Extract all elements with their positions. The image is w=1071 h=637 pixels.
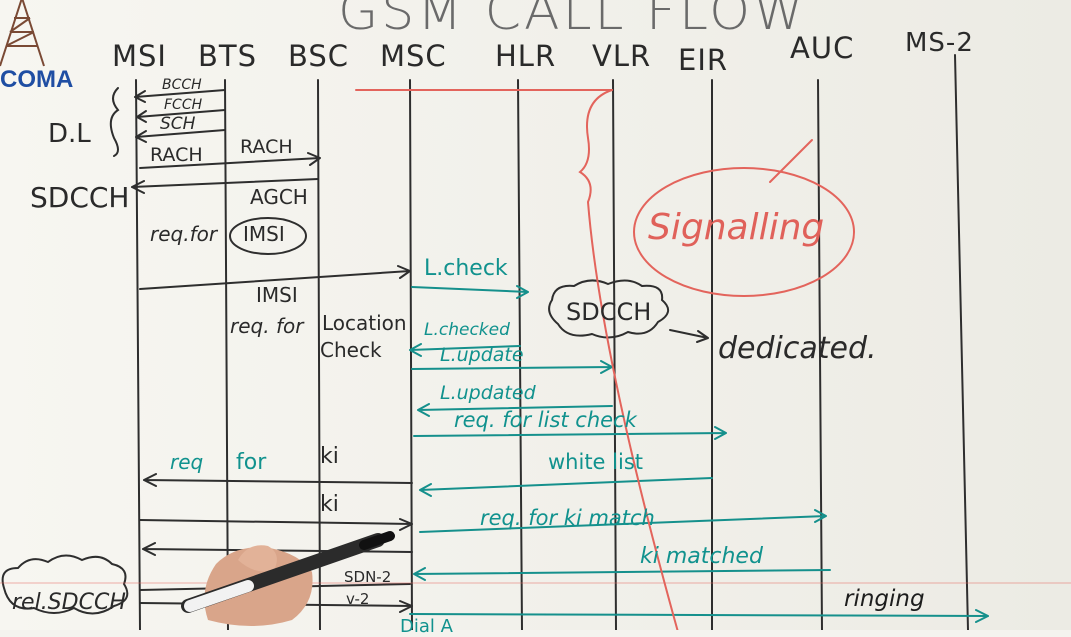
signalling-ellipse	[633, 167, 855, 297]
arrow-imsi	[139, 265, 411, 290]
note-lupdate: L.update	[440, 344, 524, 366]
arrow-list-check	[413, 426, 727, 440]
page-title: GSM CALL FLOW	[338, 0, 808, 42]
entity-bsc: BSC	[288, 39, 350, 73]
note-req-for-2: req. for	[230, 314, 304, 338]
note-req-for: req.for	[150, 222, 218, 246]
lifeline-hlr	[517, 79, 523, 630]
note-bcch: BCCH	[162, 77, 202, 93]
entity-vlr: VLR	[592, 39, 652, 73]
sdcch-arrow	[669, 329, 709, 343]
note-req-list-check: req. for list check	[454, 408, 637, 432]
arrow-lchecked	[409, 343, 521, 357]
note-location: Location	[322, 311, 407, 335]
label-dl: D.L	[48, 119, 91, 149]
note-rach1: RACH	[150, 144, 203, 166]
lifeline-bts	[224, 79, 229, 630]
arrow-sch	[135, 129, 226, 143]
entity-ms2: MS-2	[905, 28, 974, 58]
arrow-white-list	[419, 477, 713, 497]
arrow-ki-matched	[413, 567, 831, 581]
note-lupdated: L.updated	[440, 382, 536, 404]
note-signalling: Signalling	[648, 207, 825, 248]
arrow-ki-match	[419, 509, 827, 533]
note-ki-1: ki	[320, 444, 339, 469]
entity-hlr: HLR	[495, 39, 557, 73]
lifeline-vlr	[612, 79, 617, 630]
lifeline-bsc	[317, 79, 321, 630]
sdcch-cloud	[548, 279, 669, 339]
note-req-a: req	[170, 450, 204, 474]
arrow-lcheck	[411, 285, 529, 299]
arrow-lupdated	[417, 403, 613, 417]
arrow-lupdate	[411, 360, 613, 374]
note-agch: AGCH	[250, 185, 308, 209]
note-ki-matched: ki matched	[640, 544, 763, 569]
lifeline-ms2	[954, 54, 969, 630]
note-sdn2: SDN-2	[344, 568, 392, 586]
lifeline-msi	[135, 79, 141, 630]
note-ki-2: ki	[320, 492, 339, 517]
note-imsi-circled: IMSI	[243, 222, 285, 246]
label-sdcch: SDCCH	[30, 181, 130, 214]
note-dedicated: dedicated.	[718, 331, 877, 366]
dl-brace	[109, 87, 120, 157]
brand-logo-text: COMA	[0, 66, 74, 93]
signalling-tick	[769, 139, 813, 183]
note-check: Check	[320, 338, 382, 362]
lifeline-auc	[817, 79, 823, 630]
entity-bts: BTS	[198, 39, 258, 73]
cell-tower-icon	[0, 0, 52, 68]
entity-msi: MSI	[112, 39, 167, 73]
arrow-fcch	[136, 109, 226, 123]
note-white-list: white list	[548, 450, 643, 474]
arrow-req-ki	[143, 473, 413, 487]
entity-auc: AUC	[790, 31, 855, 65]
entity-eir: EIR	[678, 43, 729, 77]
note-lcheck: L.check	[424, 256, 508, 281]
arrow-agch	[131, 178, 319, 194]
note-rach2: RACH	[240, 136, 293, 158]
lifeline-msc	[409, 79, 413, 630]
label-rel-sdcch: rel.SDCCH	[12, 590, 126, 615]
arrow-ki	[139, 518, 413, 531]
note-fcch: FCCH	[164, 97, 203, 113]
note-for-b: for	[236, 450, 267, 475]
entity-msc: MSC	[380, 39, 447, 73]
signalling-curve	[578, 89, 679, 630]
presenter-hand	[181, 531, 395, 626]
note-imsi: IMSI	[256, 283, 298, 307]
note-v2: v-2	[346, 590, 370, 608]
note-sdcch-cloud: SDCCH	[566, 298, 652, 326]
arrow-rach	[139, 152, 321, 169]
imsi-circle	[229, 217, 307, 255]
note-req-ki-match: req. for ki match	[480, 506, 655, 530]
arrow-ringing	[409, 609, 989, 623]
note-ringing: ringing	[844, 586, 925, 612]
rel-sdcch-cloud	[1, 554, 129, 615]
note-lchecked: L.checked	[424, 320, 510, 340]
arrow-bcch	[134, 89, 226, 103]
note-sch: SCH	[160, 114, 196, 134]
